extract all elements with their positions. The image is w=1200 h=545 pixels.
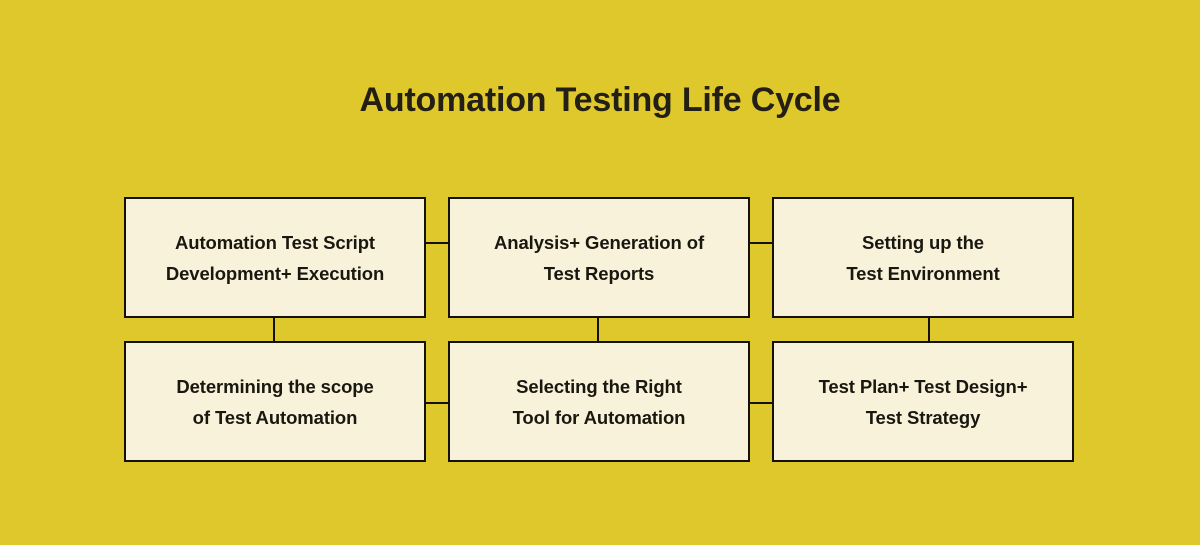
flow-node-automation-test-script-development-execution[interactable]: Automation Test Script Development+ Exec… [124, 197, 426, 318]
connector-node2-node5 [597, 318, 599, 341]
page-title: Automation Testing Life Cycle [359, 81, 841, 119]
connector-node1-node4 [273, 318, 275, 341]
flow-node-label: Determining the scope of Test Automation [176, 375, 374, 428]
connector-node3-node6 [928, 318, 930, 341]
flow-node-test-plan-test-design-test-strategy[interactable]: Test Plan+ Test Design+ Test Strategy [772, 341, 1074, 462]
flow-node-label: Selecting the Right Tool for Automation [512, 375, 686, 428]
flow-node-label: Setting up the Test Environment [846, 231, 1000, 284]
connector-node2-node3 [750, 242, 772, 244]
flow-node-setting-up-the-test-environment[interactable]: Setting up the Test Environment [772, 197, 1074, 318]
connector-node4-node5 [426, 402, 448, 404]
flow-node-label: Automation Test Script Development+ Exec… [165, 231, 385, 284]
flow-node-determining-the-scope-of-test-automation[interactable]: Determining the scope of Test Automation [124, 341, 426, 462]
flow-node-selecting-the-right-tool-for-automation[interactable]: Selecting the Right Tool for Automation [448, 341, 750, 462]
connector-node5-node6 [750, 402, 772, 404]
flow-node-label: Test Plan+ Test Design+ Test Strategy [818, 375, 1028, 428]
connector-node1-node2 [426, 242, 448, 244]
flow-node-label: Analysis+ Generation of Test Reports [494, 231, 704, 284]
flow-node-analysis-generation-of-test-reports[interactable]: Analysis+ Generation of Test Reports [448, 197, 750, 318]
